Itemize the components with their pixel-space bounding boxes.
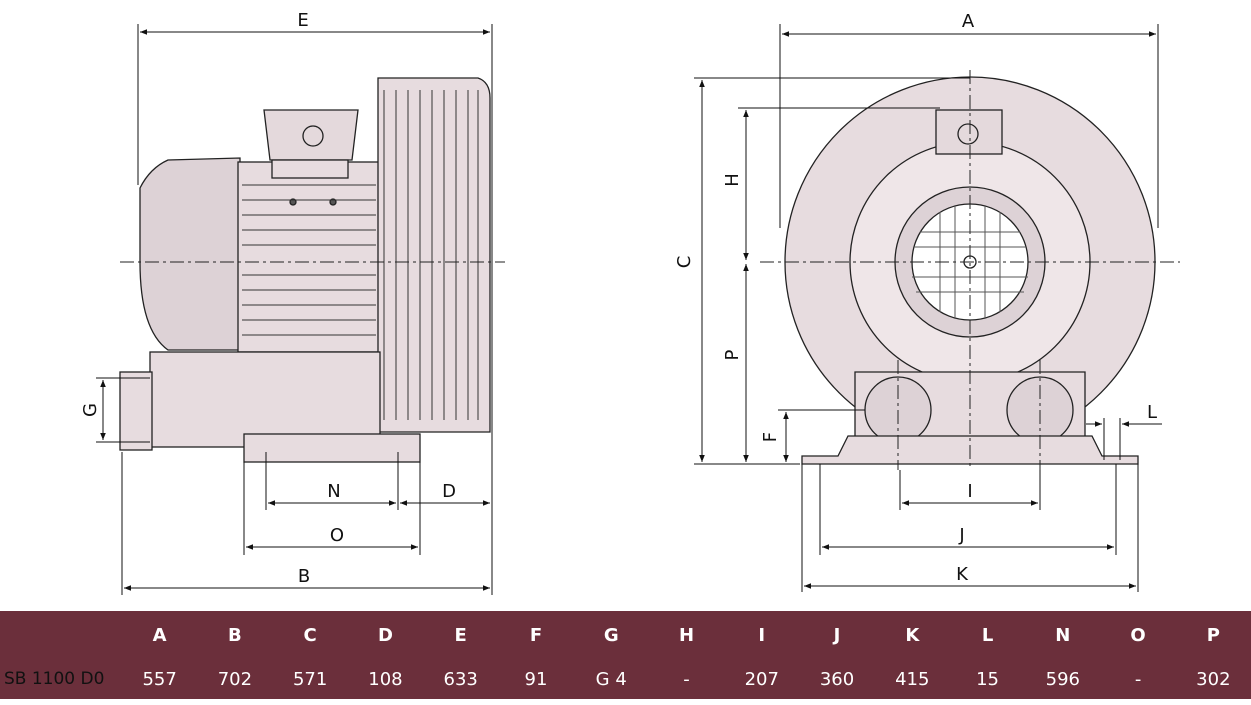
side-view: E N D O B G — [80, 10, 505, 595]
dim-label-o: O — [330, 525, 344, 546]
model-name: SB 1100 D0 — [0, 659, 122, 699]
side-view-body — [119, 77, 491, 463]
dim-label-b: B — [298, 566, 310, 587]
table-cell: 557 — [122, 659, 198, 699]
dim-label-p: P — [722, 349, 743, 360]
side-view-dimensions — [96, 24, 493, 595]
dimension-table: A B C D E F G H I J K L N O P SB 1100 D0… — [0, 611, 1251, 699]
dim-label-j: J — [958, 525, 964, 546]
dim-label-k: K — [956, 564, 969, 585]
table-cell: 702 — [197, 659, 273, 699]
table-header-cell: G — [573, 611, 649, 659]
dim-label-c: C — [674, 256, 695, 269]
table-header-cell: C — [272, 611, 348, 659]
dim-label-n: N — [327, 481, 340, 502]
table-header-cell: N — [1025, 611, 1101, 659]
dim-label-e: E — [297, 10, 308, 31]
table-cell: 633 — [423, 659, 499, 699]
dim-label-h: H — [722, 173, 743, 187]
front-view-dimensions — [694, 24, 1162, 592]
dim-label-f: F — [760, 432, 781, 442]
table-header-cell: L — [949, 611, 1026, 659]
table-cell: 15 — [949, 659, 1026, 699]
table-cell: 360 — [799, 659, 875, 699]
dim-label-l: L — [1147, 402, 1157, 423]
table-cell: - — [1100, 659, 1176, 699]
dim-label-i: I — [967, 481, 972, 502]
table-header-row: A B C D E F G H I J K L N O P — [0, 611, 1251, 659]
table-header-cell: K — [874, 611, 950, 659]
table-header-cell: O — [1100, 611, 1176, 659]
front-view: A C H P F L I J K — [674, 11, 1180, 592]
table-header-cell: B — [197, 611, 273, 659]
table-cell: 207 — [724, 659, 800, 699]
dim-label-d: D — [442, 481, 456, 502]
table-cell: G 4 — [573, 659, 649, 699]
table-cell: 596 — [1025, 659, 1101, 699]
table-corner — [0, 611, 122, 659]
table-cell: 91 — [498, 659, 574, 699]
table-header-cell: J — [799, 611, 875, 659]
dim-label-g: G — [80, 403, 101, 417]
table-cell: 108 — [347, 659, 424, 699]
table-cell: - — [648, 659, 725, 699]
side-view-fins — [242, 90, 479, 420]
table-header-cell: I — [724, 611, 800, 659]
table-cell: 571 — [272, 659, 348, 699]
technical-drawing: E N D O B G — [80, 10, 1180, 595]
table-cell: 415 — [874, 659, 950, 699]
table-header-cell: E — [423, 611, 499, 659]
table-header-cell: F — [498, 611, 574, 659]
table-row: SB 1100 D0 557 702 571 108 633 91 G 4 - … — [0, 659, 1251, 699]
table-header-cell: P — [1175, 611, 1251, 659]
table-cell: 302 — [1175, 659, 1251, 699]
table-header-cell: D — [347, 611, 424, 659]
table-header-cell: A — [122, 611, 198, 659]
front-view-centerlines — [760, 70, 1180, 470]
table-header-cell: H — [648, 611, 725, 659]
dim-label-a: A — [962, 11, 975, 32]
